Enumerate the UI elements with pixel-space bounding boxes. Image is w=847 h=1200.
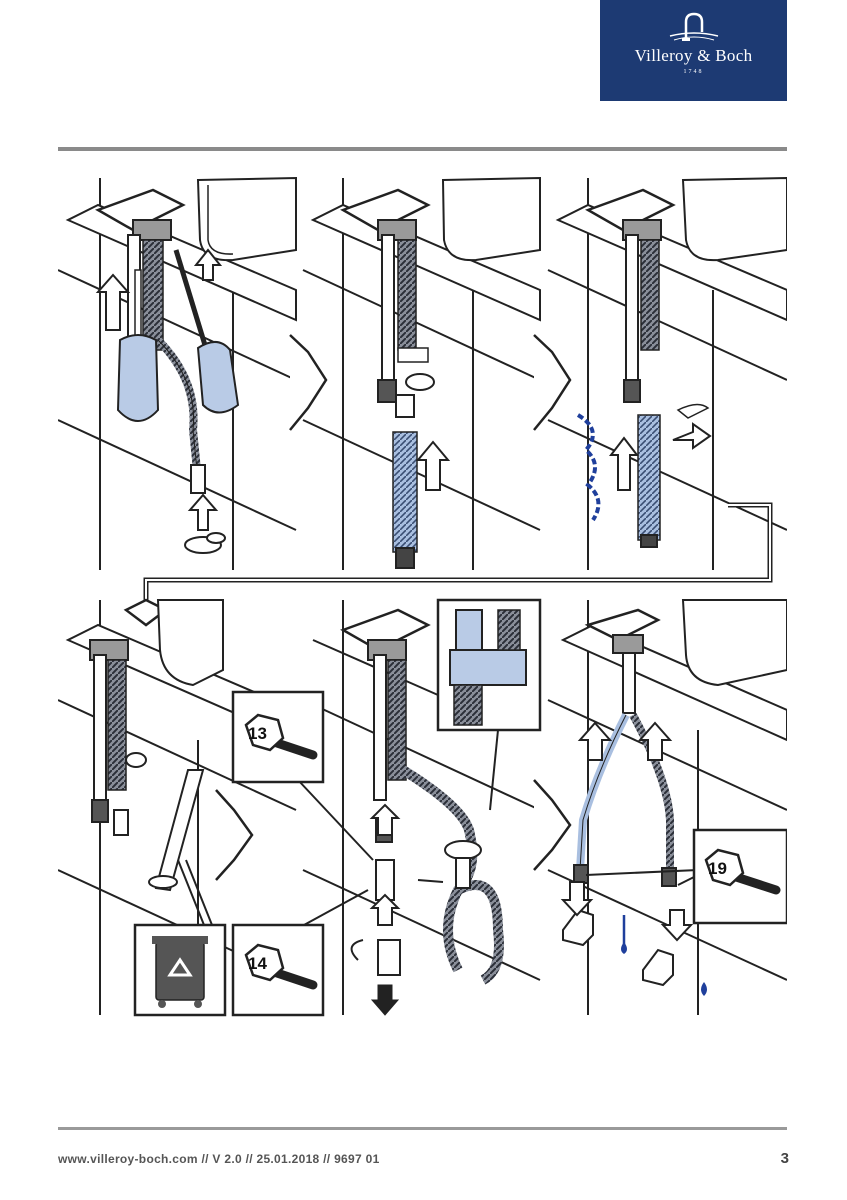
footer-divider <box>58 1127 787 1130</box>
header-divider <box>58 147 787 151</box>
wrench-size-13: 13 <box>248 724 267 743</box>
wrench-icon: 14 <box>231 923 325 1017</box>
installation-illustration: 13 14 <box>58 176 787 1017</box>
brand-logo: Villeroy & Boch 1748 <box>600 0 787 101</box>
wrench-size-14: 14 <box>248 954 267 973</box>
panel-step-2 <box>302 176 541 570</box>
wrench-size-19: 19 <box>708 859 727 878</box>
panel-step-1 <box>58 176 297 570</box>
brand-name: Villeroy & Boch <box>634 46 753 65</box>
arrow-icon <box>95 273 131 331</box>
brand-year: 1748 <box>683 69 704 75</box>
panel-step-5 <box>297 598 542 1016</box>
wrench-icon: 19 <box>692 828 787 925</box>
wrench-icon: 13 <box>231 690 325 784</box>
water-drop-icon <box>621 915 707 996</box>
page-number: 3 <box>780 1150 789 1167</box>
panel-step-6 <box>547 599 787 1015</box>
panel-step-3 <box>547 176 787 570</box>
faucet-icon <box>669 12 718 41</box>
screwdriver-icon <box>116 249 240 422</box>
recycle-bin-icon <box>133 923 227 1017</box>
footer-text: www.villeroy-boch.com // V 2.0 // 25.01.… <box>58 1152 380 1166</box>
